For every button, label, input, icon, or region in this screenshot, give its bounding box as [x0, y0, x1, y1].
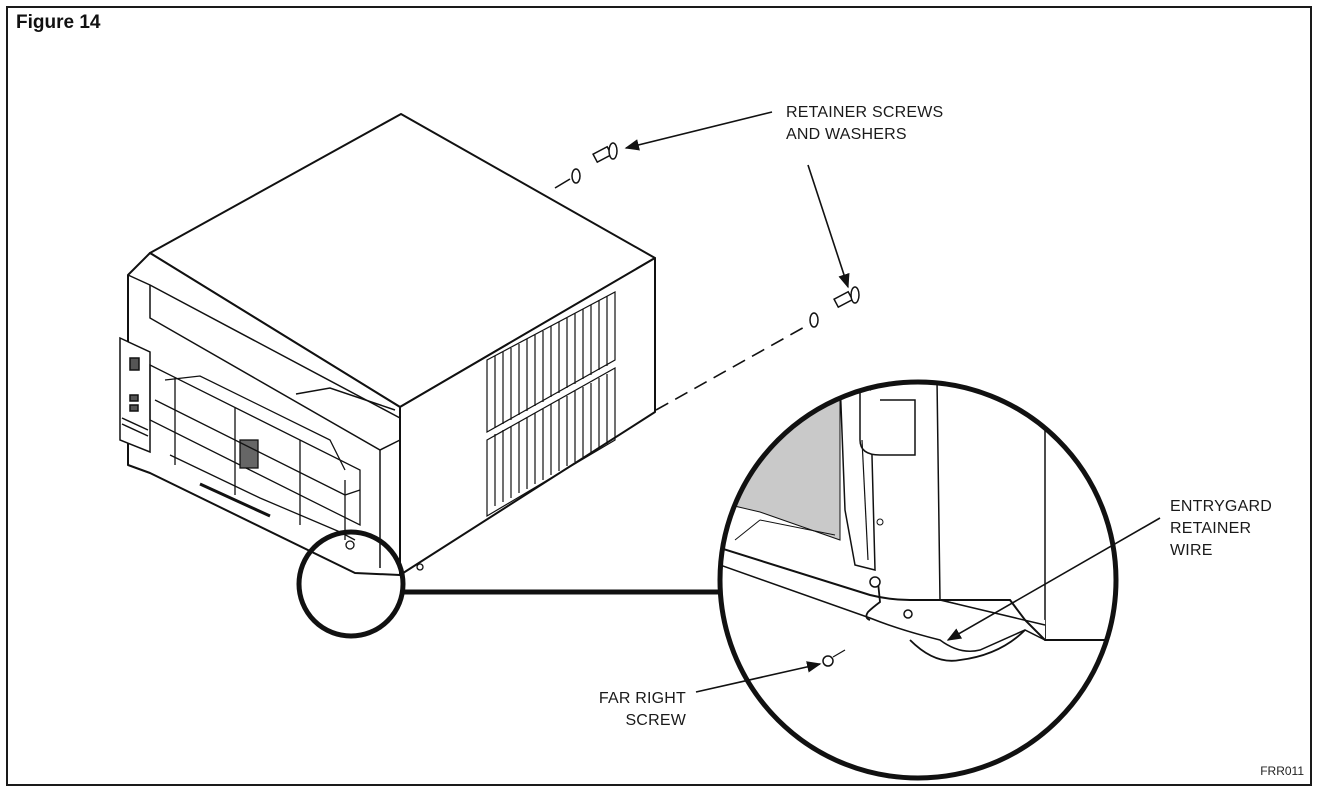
callout-line: RETAINER SCREWS [786, 104, 944, 121]
retainer-screws-callout: RETAINER SCREWS AND WASHERS [786, 102, 943, 146]
retainer-screw-top [571, 142, 618, 184]
far-right-screw [822, 649, 846, 667]
retainer-screw-bottom [809, 286, 860, 328]
callout-line: AND WASHERS [786, 126, 907, 143]
control-panel [119, 336, 151, 454]
ac-front-face [127, 252, 401, 576]
callout-line: SCREW [625, 712, 686, 729]
side-vents [486, 291, 616, 518]
callout-line: ENTRYGARD [1170, 498, 1272, 515]
magnifier-circle [717, 379, 1119, 781]
callout-line: FAR RIGHT [598, 690, 686, 707]
callout-line: WIRE [1170, 542, 1213, 559]
callout-line: RETAINER [1170, 520, 1252, 537]
entrygard-callout: ENTRYGARD RETAINER WIRE [1170, 496, 1272, 562]
chassis-internals [149, 363, 424, 571]
detail-callout-circle [296, 529, 406, 639]
figure-title: Figure 14 [16, 12, 101, 33]
figure-code: FRR011 [1260, 764, 1304, 778]
far-right-screw-callout: FAR RIGHT SCREW [574, 688, 686, 732]
